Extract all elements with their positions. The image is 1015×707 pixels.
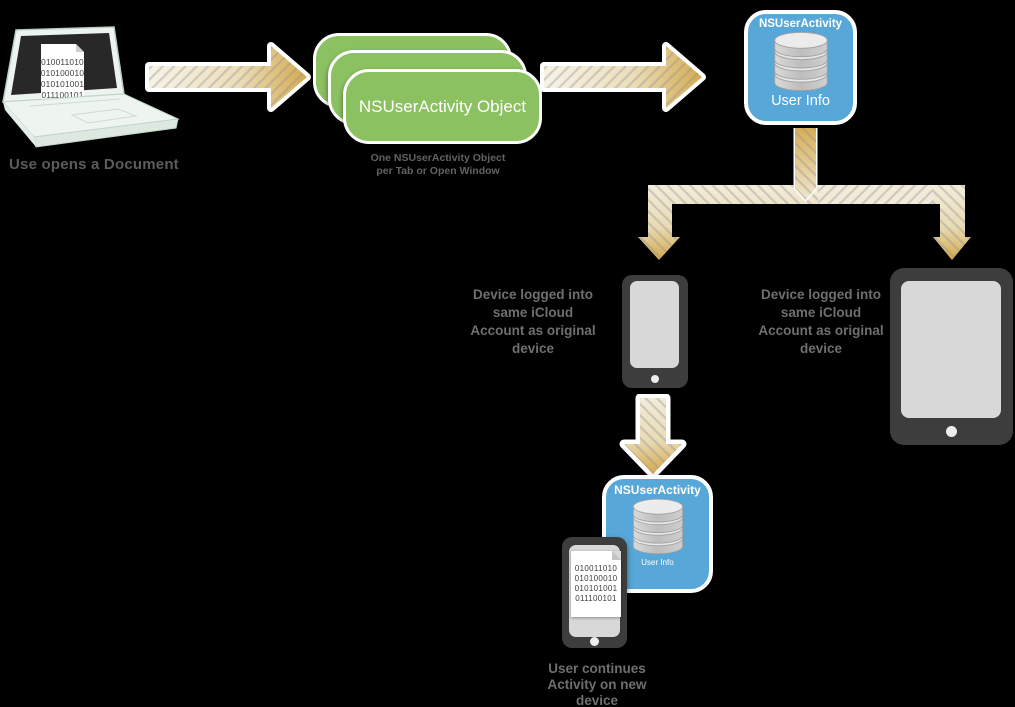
arrow-right-icon [540,42,706,112]
laptop-caption: Use opens a Document [9,156,179,173]
user-info-box-top: NSUserActivity User Info [744,10,857,125]
activity-stack-caption: One NSUserActivity Object per Tab or Ope… [370,152,506,177]
new-device-caption: User continues Activity on new device [547,661,647,707]
arrow-down-shaft [793,128,818,202]
arrow-right-icon [145,42,311,112]
svg-text:010100010: 010100010 [41,68,85,78]
home-button [946,426,957,437]
svg-text:010011010: 010011010 [41,57,84,67]
document-icon: 010011010 010100010 010101001 011100101 [571,551,621,617]
document-fold [612,551,621,560]
home-button [590,637,599,646]
phone-screen [630,281,679,368]
user-info-box-label: User Info [641,558,674,567]
home-button [651,375,659,383]
activity-card-label: NSUserActivity Object [358,96,527,116]
arrow-down-icon [619,394,687,479]
tablet-screen [901,281,1001,418]
device-note-left: Device logged into same iCloud Account a… [470,287,596,356]
user-info-box-title: NSUserActivity [614,483,701,497]
flow-split-arrow-icon [638,128,971,260]
smartphone-new-device-icon: 010011010 010100010 010101001 011100101 [562,537,627,648]
database-icon [773,31,828,92]
activity-card-front: NSUserActivity Object [343,69,542,144]
user-info-box-title: NSUserActivity [758,18,843,30]
tablet-icon [890,268,1013,445]
document-icon: 010011010 010100010 010101001 011100101 [41,44,85,104]
svg-text:011100101: 011100101 [41,90,83,100]
smartphone-icon [622,275,688,388]
svg-text:010101001: 010101001 [41,79,85,89]
device-note-right: Device logged into same iCloud Account a… [758,287,884,356]
laptop-icon: 010011010 010100010 010101001 011100101 [1,26,180,148]
user-info-box-label: User Info [771,93,830,109]
database-icon [632,498,683,555]
